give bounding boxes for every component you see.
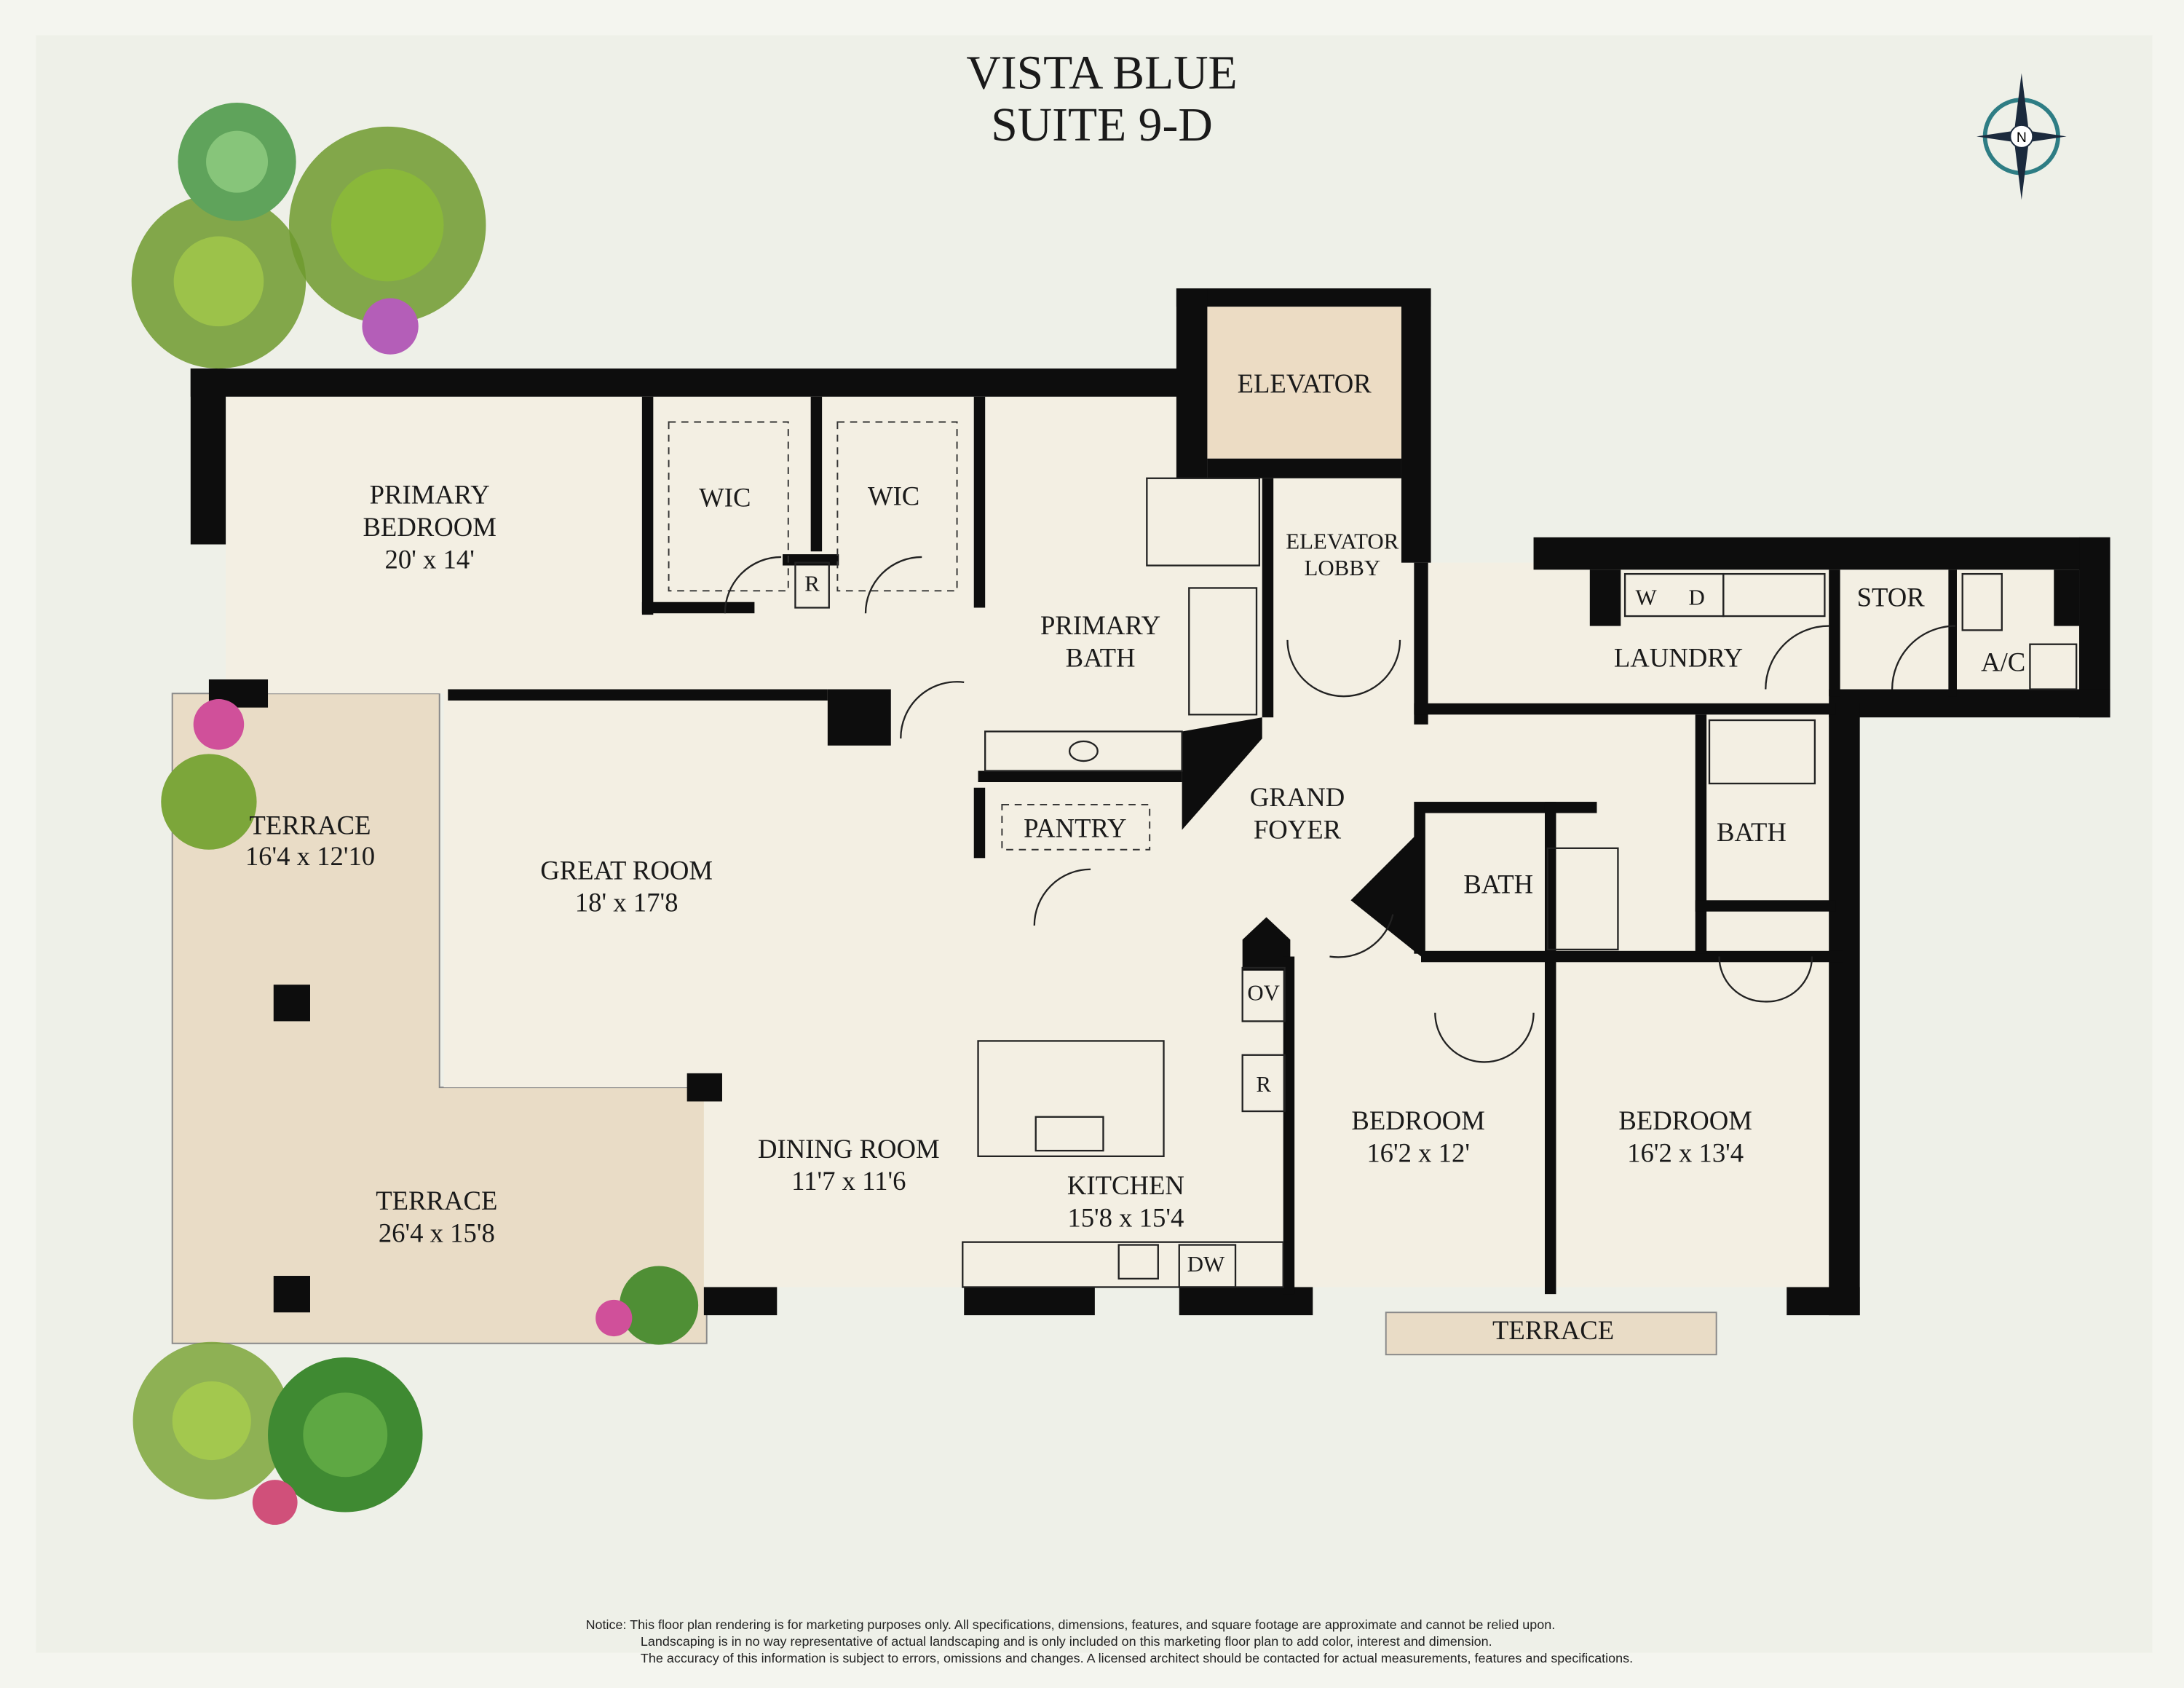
plan-title: VISTA BLUE xyxy=(966,47,1237,100)
notice-line: Landscaping is in no way representative … xyxy=(641,1634,1492,1649)
great-room-dims: 18' x 17'8 xyxy=(575,888,678,918)
primary-bath-label: BATH xyxy=(1066,643,1136,673)
dining-room-dims: 11'7 x 11'6 xyxy=(791,1166,906,1196)
plan-subtitle: SUITE 9-D xyxy=(991,98,1213,151)
grand-foyer-label: FOYER xyxy=(1254,814,1342,844)
palm-icon xyxy=(132,1341,290,1500)
terrace-dims: 26'4 x 15'8 xyxy=(379,1218,495,1248)
bedroom-dims: 16'2 x 12' xyxy=(1366,1138,1470,1168)
column xyxy=(273,1276,310,1313)
wic-label: WIC xyxy=(868,481,919,510)
dishwasher-label: DW xyxy=(1187,1251,1225,1277)
palm-icon xyxy=(178,103,296,221)
column xyxy=(273,985,310,1022)
palm-icon xyxy=(131,194,306,369)
walls xyxy=(190,288,2110,1316)
palm-icon xyxy=(268,1357,423,1513)
wic-label: WIC xyxy=(699,482,751,512)
dryer-label: D xyxy=(1688,585,1704,610)
pantry-label: PANTRY xyxy=(1024,813,1126,843)
elevator-label: ELEVATOR xyxy=(1238,368,1372,398)
flower-icon xyxy=(596,1299,633,1337)
refrigerator-closet-label: R xyxy=(804,570,820,596)
flower-icon xyxy=(362,298,419,355)
bedroom-dims: 16'2 x 13'4 xyxy=(1627,1138,1744,1168)
refrigerator-label: R xyxy=(1256,1071,1271,1097)
bath-label: BATH xyxy=(1463,869,1533,899)
washer-label: W xyxy=(1635,585,1657,610)
flower-icon xyxy=(252,1480,298,1525)
terrace-label: TERRACE xyxy=(376,1186,497,1215)
terrace-label: TERRACE xyxy=(249,810,371,840)
bedroom-label: BEDROOM xyxy=(1618,1105,1752,1135)
dining-room-label: DINING ROOM xyxy=(758,1134,940,1164)
primary-bedroom-label: BEDROOM xyxy=(363,512,496,542)
elevator-lobby-label: LOBBY xyxy=(1304,555,1380,580)
notice-line: Notice: This floor plan rendering is for… xyxy=(586,1617,1556,1632)
terrace-south-area xyxy=(1385,1312,1717,1356)
elevator-lobby-label: ELEVATOR xyxy=(1286,528,1398,553)
fixtures xyxy=(668,421,2078,1288)
primary-bedroom-label: PRIMARY xyxy=(370,480,490,510)
primary-bath-label: PRIMARY xyxy=(1040,610,1160,640)
kitchen-dims: 15'8 x 15'4 xyxy=(1067,1202,1184,1232)
oven-label: OV xyxy=(1247,979,1280,1005)
terrace-dims: 16'4 x 12'10 xyxy=(245,841,375,871)
kitchen-label: KITCHEN xyxy=(1067,1170,1184,1200)
compass-rose-icon: N xyxy=(1977,73,2067,200)
bath-label: BATH xyxy=(1717,817,1787,847)
palm-icon xyxy=(619,1266,699,1345)
elevator-cab xyxy=(1207,307,1401,459)
flower-icon xyxy=(193,699,245,750)
compass-north-label: N xyxy=(2017,130,2027,146)
great-room-label: GREAT ROOM xyxy=(540,855,713,885)
terrace-label: TERRACE xyxy=(1492,1315,1614,1345)
primary-bedroom-dims: 20' x 14' xyxy=(385,544,475,574)
landscaping-plants xyxy=(131,103,699,1525)
palm-icon xyxy=(161,754,257,850)
ac-label: A/C xyxy=(1981,647,2025,677)
laundry-label: LAUNDRY xyxy=(1614,643,1743,673)
notice-line: The accuracy of this information is subj… xyxy=(641,1651,1633,1665)
grand-foyer-label: GRAND xyxy=(1250,782,1345,812)
bedroom-label: BEDROOM xyxy=(1351,1105,1484,1135)
storage-label: STOR xyxy=(1857,583,1926,612)
palm-icon xyxy=(289,126,486,324)
